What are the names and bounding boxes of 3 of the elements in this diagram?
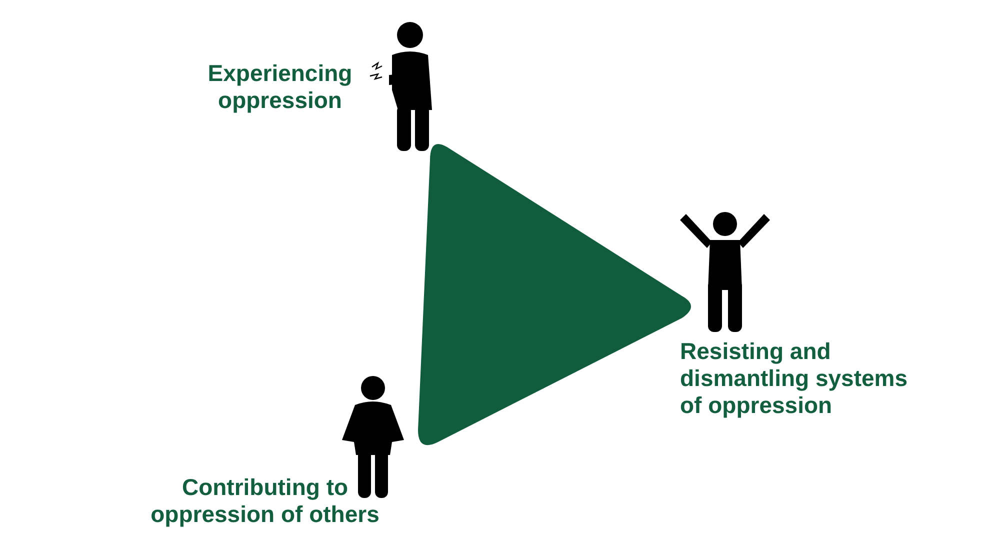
- caption-text: Experiencing oppression: [206, 60, 354, 114]
- caption-text: Contributing to oppression of others: [150, 474, 380, 528]
- caption-text: Resisting and dismantling systems of oppression: [680, 338, 909, 419]
